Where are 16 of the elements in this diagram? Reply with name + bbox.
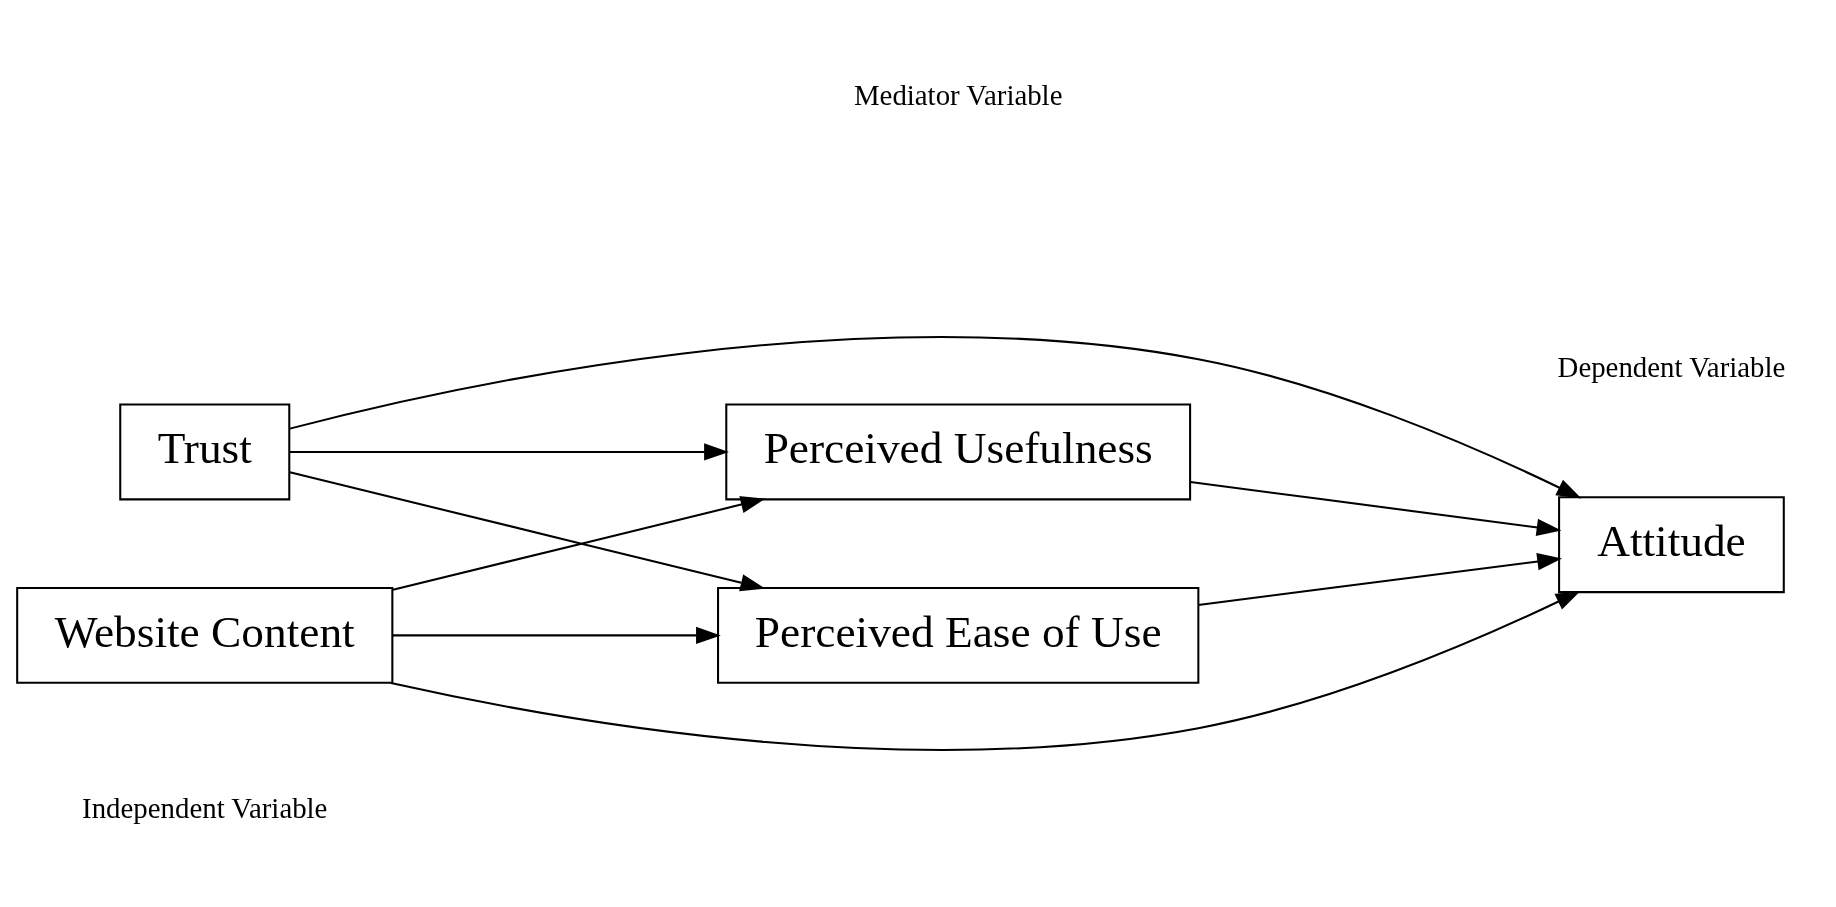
- label: Independent Variable: [82, 791, 328, 824]
- label: Mediator Variable: [853, 78, 1063, 111]
- node-box: Trust: [119, 403, 291, 500]
- arrow: [289, 470, 766, 591]
- node-box: Website Content: [16, 586, 394, 684]
- arrow: [289, 335, 1582, 498]
- arrow: [390, 590, 1581, 751]
- arrow: [1190, 480, 1562, 536]
- arrow: [392, 495, 766, 591]
- label: Dependent Variable: [1557, 350, 1786, 383]
- arrow: [1198, 552, 1563, 606]
- arrow: [289, 442, 729, 461]
- node-box: Perceived Ease of Use: [717, 586, 1200, 684]
- node-box: Perceived Usefulness: [725, 403, 1192, 500]
- arrow: [393, 626, 721, 644]
- node-box: Attitude: [1558, 495, 1785, 593]
